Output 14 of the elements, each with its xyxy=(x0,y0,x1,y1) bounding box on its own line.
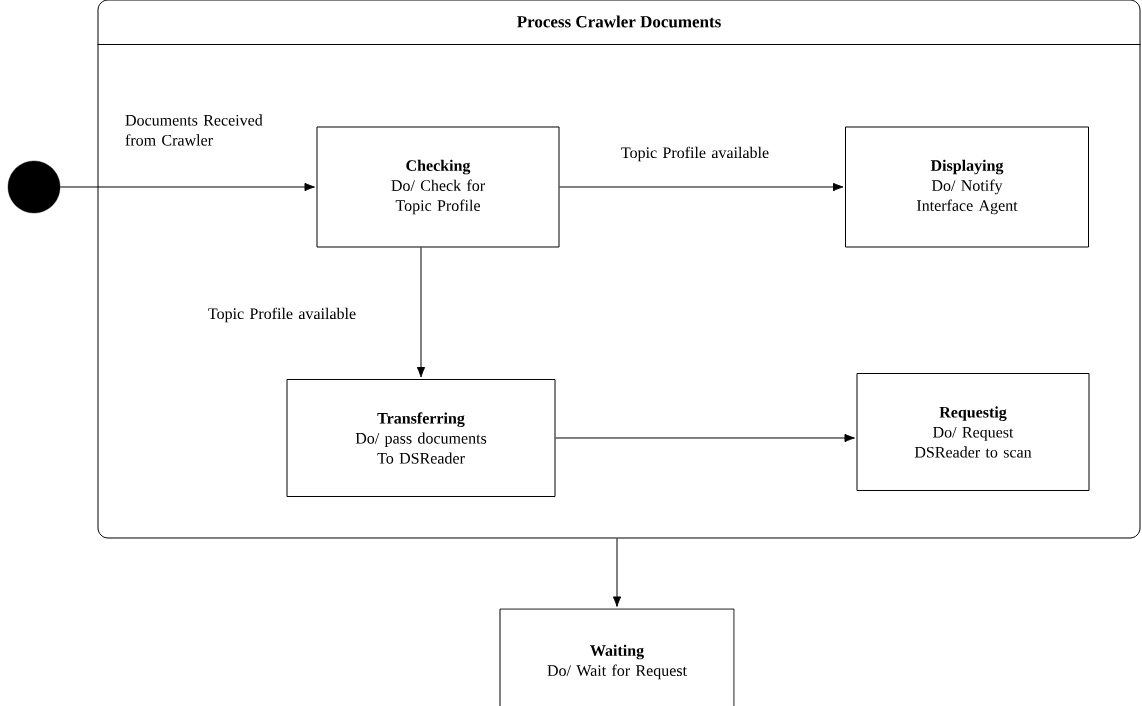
arrow xyxy=(559,182,844,192)
edge-label: Documents Received from Crawler xyxy=(125,114,263,146)
state-box: Checking Do/ Check for Topic Profile xyxy=(316,126,560,248)
edge-label: Topic Profile available xyxy=(621,146,769,162)
arrow xyxy=(612,538,622,607)
edge-label: Topic Profile available xyxy=(208,307,356,323)
arrow xyxy=(416,247,426,378)
state-box: Requestig Do/ Request DSReader to scan xyxy=(856,373,1090,491)
state-box: Transferring Do/ pass documents To DSReader xyxy=(286,379,556,497)
state-box: Displaying Do/ Notify Interface Agent xyxy=(845,126,1089,248)
state-box: Waiting Do/ Wait for Request xyxy=(499,608,735,706)
arrow xyxy=(59,182,315,192)
arrow xyxy=(555,433,855,443)
initial-state-dot xyxy=(7,160,61,214)
